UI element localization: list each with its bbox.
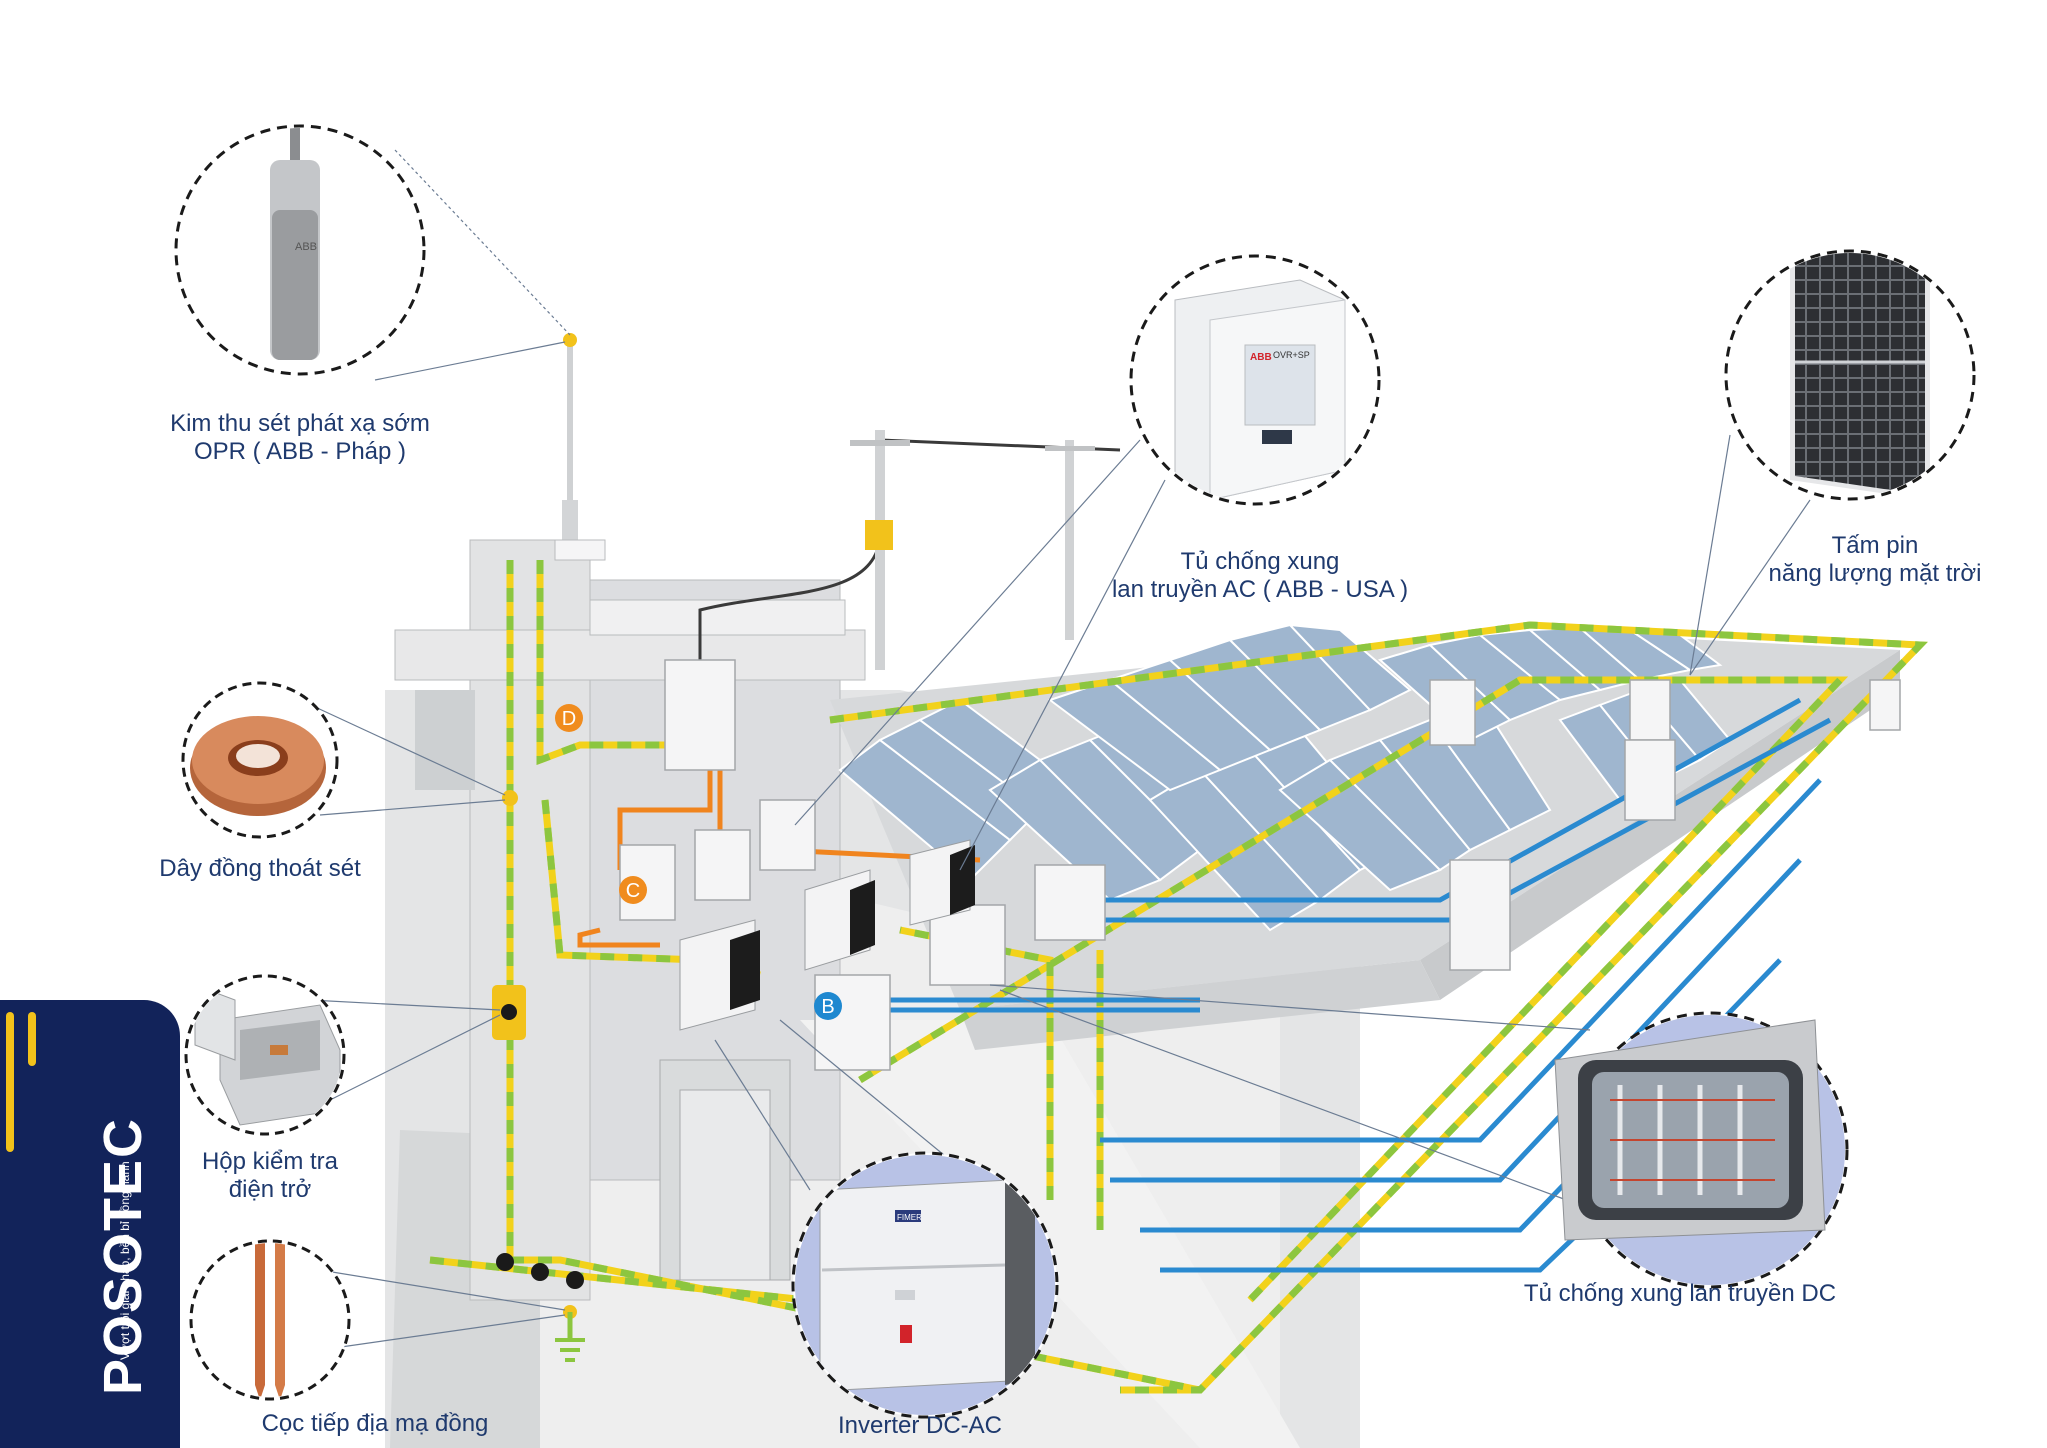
label-copper-ground-rod: Cọc tiếp địa mạ đồng [225,1410,525,1438]
leader-lines [299,149,1811,1351]
brand-accent-bar-short [28,1012,36,1066]
label-resistance-test-box: Hộp kiểm tra điện trở [150,1148,390,1204]
label-dc-surge-cabinet: Tủ chống xung lan truyền DC [1480,1280,1880,1308]
label-lightning-rod-line1: Kim thu sét phát xạ sớm [170,410,430,437]
label-ac-surge-cabinet-line1: Tủ chống xung [1180,548,1340,575]
label-resistance-test-box-line1: Hộp kiểm tra [201,1148,339,1175]
ovr-mark: OVR+SP [1273,350,1310,360]
brand-accent-bar [6,1012,14,1152]
label-copper-ground-rod-text: Cọc tiếp địa mạ đồng [261,1410,489,1437]
abb-mark-rod: ABB [295,241,317,253]
abb-mark-ac: ABB [1250,352,1272,363]
label-copper-down-conductor: Dây đồng thoát sét [130,855,390,883]
label-ac-surge-cabinet-line2: lan truyền AC ( ABB - USA ) [1111,576,1409,603]
callout-dc-surge-cabinet [1554,1011,1849,1289]
zone-marker-d: D [555,704,583,732]
callout-copper-ground-rod [189,1239,351,1401]
dc-wire-network [880,697,1832,1273]
label-ac-surge-cabinet: Tủ chống xung lan truyền AC ( ABB - USA … [1090,548,1430,604]
callout-ac-surge-cabinet: ABB OVR+SP [1129,254,1381,506]
zone-b-text: B [821,996,834,1018]
inverter-logo-text: FIMER [897,1213,922,1222]
label-dc-surge-cabinet-text: Tủ chống xung lan truyền DC [1523,1280,1837,1307]
callout-inverter: FIMER [791,1151,1059,1419]
callout-copper-down-conductor [181,681,339,839]
label-lightning-rod-line2: OPR ( ABB - Pháp ) [193,438,407,465]
label-lightning-rod: Kim thu sét phát xạ sớm OPR ( ABB - Pháp… [150,410,450,466]
callout-solar-panel [1724,249,1976,501]
callout-resistance-test-box [184,974,346,1136]
brand-strip: POSOTEC Vượt trội giải pháp, bền bỉ đồng… [0,1000,180,1448]
label-inverter: Inverter DC-AC [790,1412,1050,1440]
label-resistance-test-box-line2: điện trở [228,1176,312,1203]
zone-marker-b: B [814,992,842,1020]
label-solar-panel-line1: Tấm pin [1831,532,1919,559]
lightning-mast [554,333,606,561]
brand-tagline: Vượt trội giải pháp, bền bỉ đồng hành [118,1161,132,1360]
label-inverter-text: Inverter DC-AC [837,1412,1003,1439]
zone-d-text: D [562,708,576,730]
inverter-units [679,839,975,1031]
zone-marker-c: C [619,876,647,904]
label-solar-panel: Tấm pin năng lượng mặt trời [1725,532,2025,588]
callout-lightning-rod: ABB [174,124,426,376]
label-solar-panel-line2: năng lượng mặt trời [1768,560,1982,587]
equipment-cabinets [619,659,1901,1071]
zone-c-text: C [626,880,640,902]
utility-poles [850,430,1095,670]
label-copper-down-conductor-text: Dây đồng thoát sét [159,855,361,882]
ground-junctions [492,790,585,1362]
